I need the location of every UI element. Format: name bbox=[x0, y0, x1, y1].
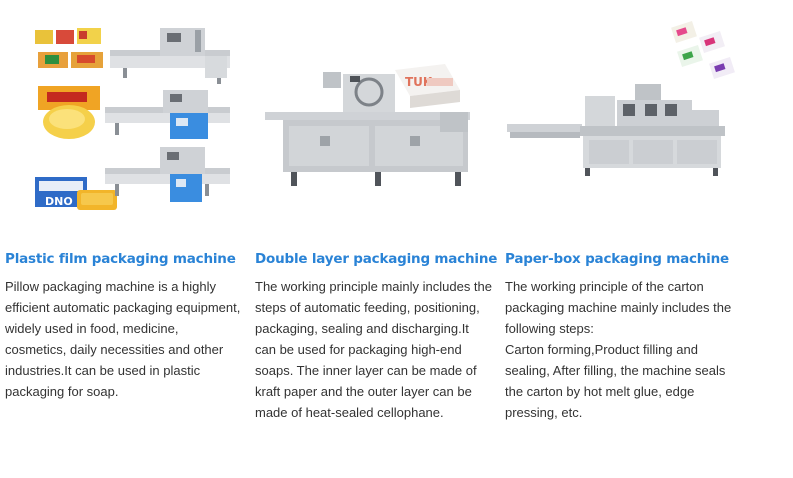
product-image-paper-box bbox=[505, 0, 745, 235]
soap-packs-top bbox=[35, 28, 103, 68]
pillow-machine-3 bbox=[105, 147, 230, 202]
product-description: Pillow packaging machine is a highly eff… bbox=[5, 279, 241, 399]
soap-pack-label: DNO bbox=[45, 195, 73, 208]
description-line: The working principle of the carton pack… bbox=[505, 279, 732, 336]
product-description: The working principle mainly includes th… bbox=[255, 279, 493, 420]
double-layer-machine bbox=[265, 72, 470, 186]
product-image-plastic-film: DNO bbox=[5, 0, 245, 235]
product-title: Paper-box packaging machine bbox=[505, 251, 729, 267]
soap-box: TUK bbox=[395, 64, 460, 108]
product-card-paper-box: Paper-box packaging machine The working … bbox=[505, 0, 745, 420]
description-line: Carton forming,Product filling and seali… bbox=[505, 342, 726, 420]
pillow-machine-2 bbox=[105, 90, 230, 139]
pillow-machine-illustration: DNO bbox=[35, 28, 230, 210]
product-description: The working principle of the carton pack… bbox=[505, 276, 743, 423]
soap-cartons bbox=[671, 20, 735, 80]
soap-bar-middle bbox=[38, 86, 100, 139]
soap-box-label: TUK bbox=[405, 75, 433, 89]
product-card-plastic-film: DNO Plastic film packaging machine Pillo… bbox=[5, 0, 245, 399]
cartoner-machine bbox=[507, 84, 725, 176]
soap-pack-bottom: DNO bbox=[35, 177, 117, 210]
product-card-double-layer: TUK Double layer packaging bbox=[255, 0, 497, 420]
double-layer-machine-illustration: TUK bbox=[265, 64, 470, 186]
product-title: Double layer packaging machine bbox=[255, 251, 498, 267]
pillow-machine-1 bbox=[110, 28, 230, 84]
product-title: Plastic film packaging machine bbox=[5, 251, 236, 267]
cartoner-machine-illustration bbox=[507, 20, 735, 176]
product-image-double-layer: TUK bbox=[255, 0, 495, 235]
